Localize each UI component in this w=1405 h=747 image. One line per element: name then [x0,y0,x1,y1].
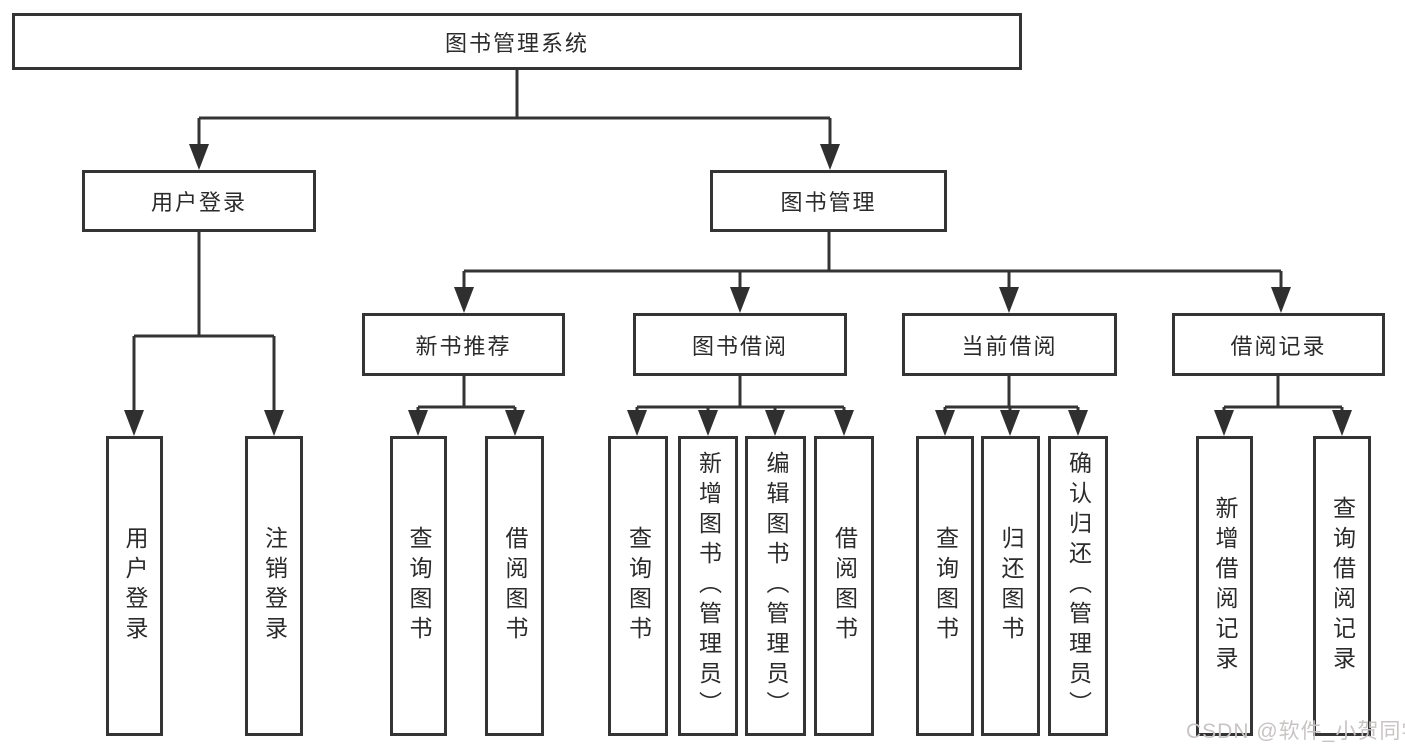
node-library-system: 图书管理系统 [12,13,1022,70]
leaf-records-query-record: 查询借阅记录 [1313,436,1371,736]
leaf-newbooks-query-book: 查询图书 [390,436,447,736]
node-user-login: 用户登录 [82,170,316,232]
leaf-newbooks-borrow-book: 借阅图书 [485,436,544,736]
leaf-user-login: 用户登录 [106,436,163,736]
csdn-watermark: CSDN @软件_小贺同学 [1186,720,1405,743]
node-current-borrowing: 当前借阅 [902,313,1117,376]
leaf-borrow-borrow-book: 借阅图书 [814,436,874,736]
node-book-management: 图书管理 [710,170,947,232]
leaf-borrow-edit-book-admin: 编辑图书（管理员） [745,436,806,736]
node-borrow-records: 借阅记录 [1172,313,1385,376]
leaf-records-add-record: 新增借阅记录 [1196,436,1253,736]
leaf-logout: 注销登录 [245,436,303,736]
leaf-borrow-add-book-admin: 新增图书（管理员） [678,436,738,736]
leaf-borrow-query-book: 查询图书 [608,436,668,736]
leaf-current-return-book: 归还图书 [981,436,1040,736]
leaf-current-confirm-return-admin: 确认归还（管理员） [1048,436,1108,736]
node-book-borrowing: 图书借阅 [633,313,847,376]
leaf-current-query-book: 查询图书 [916,436,974,736]
node-new-book-recommend: 新书推荐 [362,313,565,376]
